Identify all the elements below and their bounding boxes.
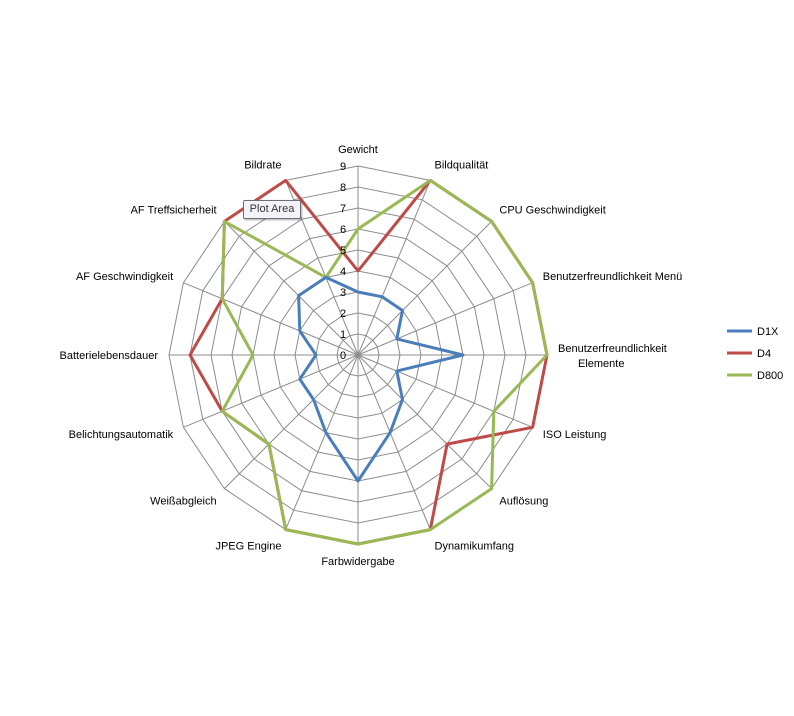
category-label: Bildrate xyxy=(244,160,281,172)
legend-label: D4 xyxy=(757,348,771,360)
tick-label: 9 xyxy=(340,161,346,173)
grid-spoke xyxy=(357,282,533,356)
tick-label: 6 xyxy=(340,224,346,236)
category-label: Belichtungsautomatik xyxy=(69,429,174,441)
category-label: ISO Leistung xyxy=(543,429,607,441)
series-d1x-line xyxy=(297,275,465,483)
category-label: Benutzerfreundlichkeit Menü xyxy=(543,271,682,283)
grid-spoke xyxy=(285,354,359,530)
category-label: Weißabgleich xyxy=(150,496,216,508)
category-label: Bildqualität xyxy=(435,160,489,172)
category-label: AF Treffsicherheit xyxy=(131,204,217,216)
legend-item-d1x: D1X xyxy=(727,326,779,338)
grid-spoke xyxy=(357,354,533,428)
grid-spoke xyxy=(357,354,431,530)
grid-spoke xyxy=(357,221,492,356)
category-label: Batterielebensdauer xyxy=(60,350,159,362)
grid-spoke xyxy=(357,354,492,489)
tick-label: 2 xyxy=(340,308,346,320)
category-label: Farbwidergabe xyxy=(321,556,394,568)
legend-item-d800: D800 xyxy=(727,370,783,382)
radar-grid xyxy=(168,165,548,545)
plot-area-tooltip: Plot Area xyxy=(243,200,301,219)
category-label: Dynamikumfang xyxy=(435,540,514,552)
category-label: Auflösung xyxy=(499,496,548,508)
grid-spoke xyxy=(183,282,359,356)
series-d800-line xyxy=(220,178,549,546)
grid-spoke xyxy=(357,180,431,356)
grid-spoke xyxy=(224,221,359,356)
grid-spoke xyxy=(183,354,359,428)
tick-label: 3 xyxy=(340,287,346,299)
category-label: AF Geschwindigkeit xyxy=(76,271,173,283)
legend-item-d4: D4 xyxy=(727,348,771,360)
radar-series xyxy=(188,178,549,546)
tick-label: 5 xyxy=(340,245,346,257)
legend-label: D1X xyxy=(757,326,779,338)
radial-tick-labels: 0 1 2 3 4 5 6 7 8 9 xyxy=(340,161,346,362)
tick-label: 8 xyxy=(340,182,346,194)
tick-label: 0 xyxy=(340,350,346,362)
category-label: Gewicht xyxy=(338,144,378,156)
series-d4-line xyxy=(188,178,549,546)
legend-label: D800 xyxy=(757,370,783,382)
tick-label: 7 xyxy=(340,203,346,215)
category-label: CPU Geschwindigkeit xyxy=(499,204,605,216)
tick-label: 4 xyxy=(340,266,346,278)
tick-label: 1 xyxy=(340,329,346,341)
grid-spoke xyxy=(224,354,359,489)
category-label: JPEG Engine xyxy=(215,540,281,552)
